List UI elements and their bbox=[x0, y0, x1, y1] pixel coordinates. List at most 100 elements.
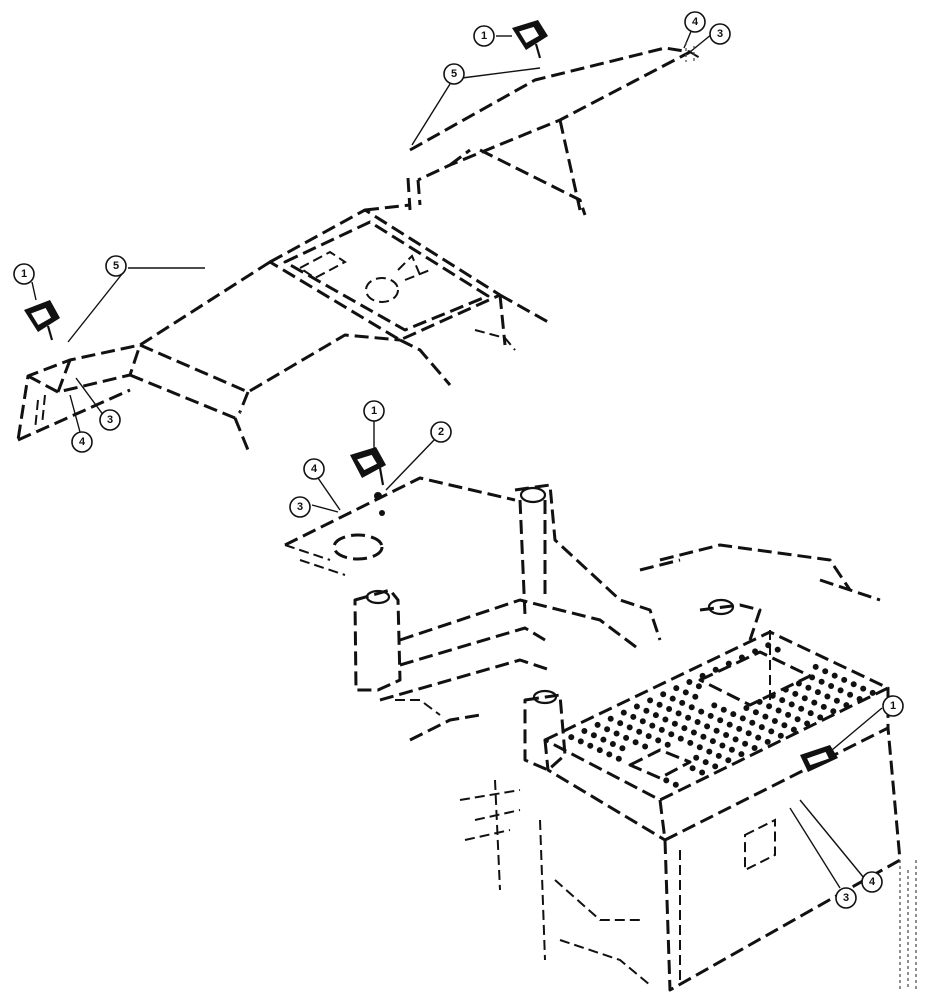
perforation-hole bbox=[756, 698, 763, 705]
callout-4-left: 4 bbox=[71, 431, 93, 453]
perforation-hole bbox=[619, 745, 626, 752]
perforation-hole bbox=[656, 701, 663, 708]
perforation-hole bbox=[794, 716, 801, 723]
perforation-hole bbox=[801, 695, 808, 702]
svg-text:1: 1 bbox=[890, 700, 896, 712]
perforation-hole bbox=[639, 718, 646, 725]
perforation-hole bbox=[738, 654, 745, 661]
perforation-hole bbox=[856, 696, 863, 702]
perforation-hole bbox=[587, 742, 594, 749]
perforation-hole bbox=[604, 726, 611, 733]
perforation-hole bbox=[828, 683, 835, 689]
work-light-top-right bbox=[512, 20, 548, 59]
perforation-hole bbox=[672, 781, 679, 788]
perforation-hole bbox=[860, 685, 867, 692]
svg-text:3: 3 bbox=[717, 28, 723, 40]
perforation-hole bbox=[712, 666, 719, 673]
callout-1-battery-box: 1 bbox=[882, 695, 904, 717]
perforation-hole bbox=[817, 714, 824, 721]
perforation-hole bbox=[699, 672, 706, 679]
perforation-hole bbox=[590, 732, 597, 739]
perforation-hole bbox=[795, 680, 802, 687]
perforation-hole bbox=[798, 705, 805, 712]
perforation-hole bbox=[666, 706, 673, 712]
perforation-hole bbox=[749, 719, 756, 726]
perforation-hole bbox=[615, 755, 622, 762]
perforation-hole bbox=[833, 697, 840, 704]
perforation-hole bbox=[617, 720, 624, 727]
svg-text:3: 3 bbox=[107, 414, 113, 426]
perforation-hole bbox=[769, 692, 776, 699]
perforation-hole bbox=[613, 730, 620, 737]
callout-3-left: 3 bbox=[99, 409, 121, 431]
callout-4-top-right: 4 bbox=[684, 11, 706, 33]
perforation-hole bbox=[792, 690, 799, 697]
perforation-hole bbox=[704, 723, 711, 730]
perforation-hole bbox=[766, 703, 773, 710]
perforation-hole bbox=[609, 741, 616, 747]
perforation-hole bbox=[790, 726, 797, 733]
perforation-hole bbox=[568, 734, 575, 741]
svg-text:2: 2 bbox=[438, 426, 444, 438]
svg-text:4: 4 bbox=[79, 436, 86, 448]
perforation-hole bbox=[768, 728, 775, 735]
svg-text:1: 1 bbox=[481, 30, 487, 42]
perforation-hole bbox=[830, 708, 837, 715]
perforation-hole bbox=[693, 754, 700, 761]
perforation-hole bbox=[679, 699, 686, 706]
perforation-hole bbox=[671, 720, 678, 727]
perforation-hole bbox=[681, 725, 688, 732]
perforation-hole bbox=[647, 697, 654, 704]
perforation-grid bbox=[568, 642, 876, 788]
perforation-hole bbox=[632, 739, 639, 746]
callout-1-left: 1 bbox=[13, 263, 35, 285]
edge-hatching bbox=[685, 42, 917, 990]
perforation-hole bbox=[645, 733, 652, 740]
perforation-hole bbox=[758, 724, 765, 731]
perforation-hole bbox=[702, 759, 709, 766]
perforation-hole bbox=[730, 711, 737, 718]
perforation-hole bbox=[726, 721, 733, 728]
callout-1-top-right: 1 bbox=[473, 25, 495, 47]
perforation-hole bbox=[847, 691, 854, 698]
perforation-hole bbox=[664, 741, 671, 748]
perforation-hole bbox=[755, 734, 762, 741]
perforation-hole bbox=[820, 703, 827, 710]
perforation-hole bbox=[743, 705, 750, 711]
perforation-hole bbox=[658, 726, 665, 733]
perforation-hole bbox=[717, 717, 724, 724]
perforation-hole bbox=[663, 777, 670, 784]
perforation-hole bbox=[765, 642, 772, 649]
perforation-hole bbox=[698, 708, 705, 715]
callout-1-cab: 1 bbox=[363, 400, 385, 422]
perforation-hole bbox=[700, 733, 707, 740]
perforation-hole bbox=[685, 714, 692, 721]
callout-3-cab: 3 bbox=[289, 496, 311, 518]
perforation-hole bbox=[630, 713, 637, 720]
perforation-hole bbox=[660, 691, 667, 698]
perforation-hole bbox=[695, 683, 702, 690]
perforation-hole bbox=[850, 681, 857, 688]
perforation-hole bbox=[736, 725, 743, 732]
callout-3-battery-box: 3 bbox=[835, 887, 857, 909]
perforation-hole bbox=[696, 744, 703, 751]
perforation-hole bbox=[812, 663, 819, 670]
perforation-hole bbox=[777, 732, 784, 739]
perforation-hole bbox=[600, 736, 607, 743]
perforation-hole bbox=[581, 728, 588, 734]
perforation-hole bbox=[686, 679, 693, 685]
perforation-hole bbox=[723, 732, 730, 738]
work-light-battery-box bbox=[800, 745, 838, 772]
perforation-hole bbox=[607, 715, 614, 722]
perforation-hole bbox=[720, 706, 727, 713]
perforation-hole bbox=[709, 738, 716, 745]
perforation-hole bbox=[824, 693, 831, 700]
perforation-hole bbox=[669, 695, 676, 702]
perforation-hole bbox=[869, 689, 876, 696]
perforation-hole bbox=[809, 674, 816, 681]
svg-text:1: 1 bbox=[21, 268, 27, 280]
perforation-hole bbox=[577, 738, 584, 745]
perforation-hole bbox=[620, 709, 627, 716]
perforation-hole bbox=[690, 729, 697, 736]
